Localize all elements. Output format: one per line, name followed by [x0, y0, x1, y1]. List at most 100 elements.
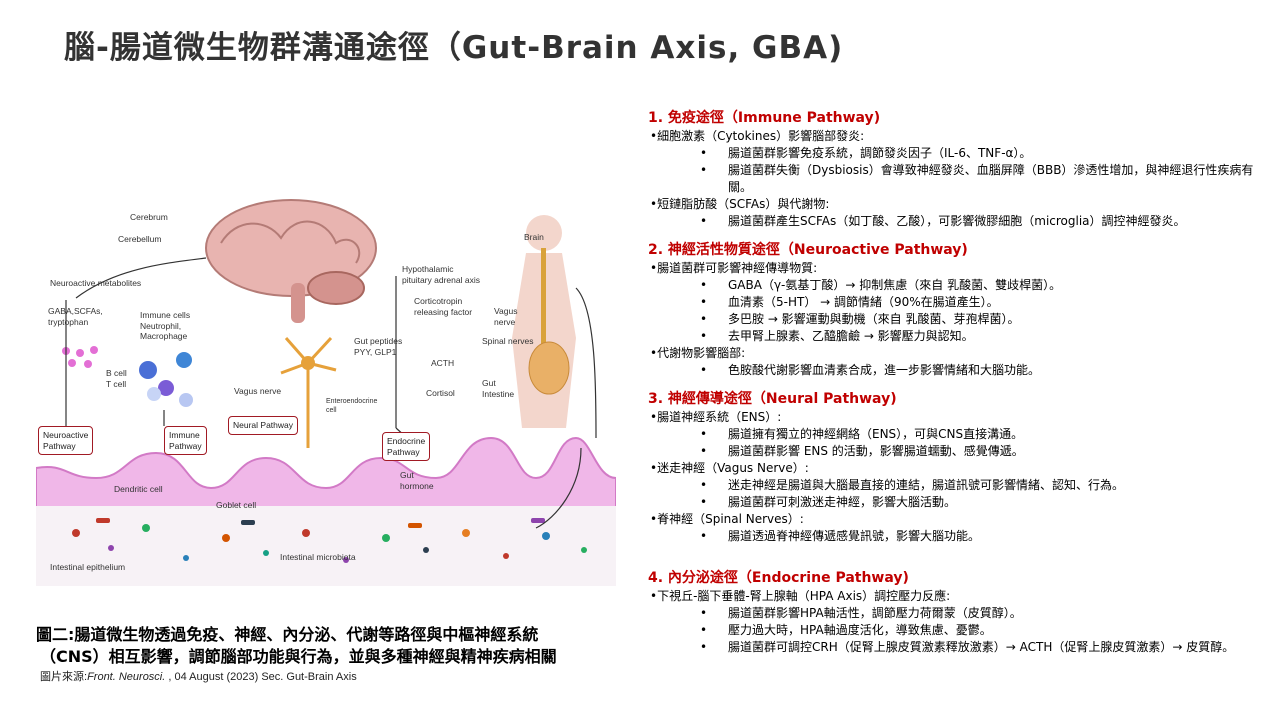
label-acth: ACTH	[431, 358, 455, 368]
bullet-item: • 腸道菌群影響HPA軸活性，調節壓力荷爾蒙（皮質醇）。	[648, 605, 1268, 622]
bullet-glyph: •	[700, 478, 708, 492]
bullet-glyph: •	[700, 427, 708, 441]
bullet-glyph: •	[700, 295, 708, 309]
microbiota-dots	[72, 518, 587, 563]
item-text: •腸道菌群可影響神經傳導物質:	[650, 261, 818, 275]
bullet-item: • 腸道透過脊神經傳遞感覺訊號，影響大腦功能。	[648, 528, 1268, 545]
caption-line-2: （CNS）相互影響，調節腦部功能與行為，並與多種神經與精神疾病相關	[40, 647, 557, 666]
bullet-glyph: •	[700, 640, 708, 654]
label-cortisol: Cortisol	[426, 388, 455, 398]
item-text: •迷走神經（Vagus Nerve）:	[650, 461, 809, 475]
label-gut-peptides: Gut peptides PYY, GLP1	[354, 336, 403, 357]
subheading-item: •腸道菌群可影響神經傳導物質:	[648, 260, 1268, 277]
item-text: 腸道擁有獨立的神經網絡（ENS），可與CNS直接溝通。	[728, 427, 1024, 441]
bullet-item: • 去甲腎上腺素、乙醯膽鹼 → 影響壓力與認知。	[648, 328, 1268, 345]
item-text: •下視丘-腦下垂體-腎上腺軸（HPA Axis）調控壓力反應:	[650, 589, 951, 603]
pathway-section: 4. 內分泌途徑（Endocrine Pathway) •下視丘-腦下垂體-腎上腺…	[648, 568, 1268, 656]
item-text: 去甲腎上腺素、乙醯膽鹼 → 影響壓力與認知。	[728, 329, 974, 343]
source-prefix: 圖片來源:	[40, 671, 88, 683]
pathway-section: 1. 免疫途徑（Immune Pathway)•細胞激素（Cytokines）影…	[648, 108, 1268, 230]
brain-illustration	[205, 199, 377, 323]
bullet-glyph: •	[700, 363, 708, 377]
box-neural-pathway: Neural Pathway	[228, 416, 299, 435]
bullet-glyph: •	[700, 329, 708, 343]
bullet-item: • 迷走神經是腸道與大腦最直接的連結，腸道訊號可影響情緒、認知、行為。	[648, 477, 1268, 494]
label-enteroendocrine: Enteroendocrine cell	[326, 398, 378, 414]
bullet-item: • 血清素（5-HT） → 調節情緒（90%在腸道產生）。	[648, 294, 1268, 311]
metabolite-dots	[62, 346, 98, 368]
bullet-item: • 腸道菌群可調控CRH（促腎上腺皮質激素釋放激素）→ ACTH（促腎上腺皮質激素…	[648, 639, 1268, 656]
label-intestinal-microbiota: Intestinal microbiota	[280, 552, 356, 562]
bullet-item: • 腸道擁有獨立的神經網絡（ENS），可與CNS直接溝通。	[648, 426, 1268, 443]
item-text: •脊神經（Spinal Nerves）:	[650, 512, 804, 526]
label-neuroactive-metabolites: Neuroactive metabolites	[50, 278, 142, 288]
item-text: 腸道菌群影響 ENS 的活動，影響腸道蠕動、感覺傳遞。	[728, 444, 1024, 458]
bullet-glyph: •	[700, 529, 708, 543]
subheading-item: •脊神經（Spinal Nerves）:	[648, 511, 1268, 528]
caption-line-1: 圖二:腸道微生物透過免疫、神經、內分泌、代謝等路徑與中樞神經系統	[36, 625, 539, 644]
box-immune-pathway: Immune Pathway	[164, 426, 207, 456]
label-brain: Brain	[524, 232, 544, 242]
label-crf: Corticotropin releasing factor	[414, 296, 473, 317]
bullet-item: •腸道菌群失衡（Dysbiosis）會導致神經發炎、血腦屏障（BBB）滲透性增加…	[648, 162, 1268, 196]
bullet-glyph: •	[700, 606, 708, 620]
label-intestinal-epithelium: Intestinal epithelium	[50, 562, 126, 572]
label-gut-hormone: Gut hormone	[400, 470, 434, 491]
box-neuroactive-pathway: Neuroactive Pathway	[38, 426, 94, 456]
item-text: GABA（γ-氨基丁酸）→ 抑制焦慮（來自 乳酸菌、雙歧桿菌）。	[728, 278, 1062, 292]
bullet-item: • GABA（γ-氨基丁酸）→ 抑制焦慮（來自 乳酸菌、雙歧桿菌）。	[648, 277, 1268, 294]
label-gut-intestine: Gut Intestine	[482, 378, 515, 399]
pathway-section: 2. 神經活性物質途徑（Neuroactive Pathway) •腸道菌群可影響…	[648, 240, 1268, 379]
section-spacer	[648, 555, 1268, 568]
figure-source: 圖片來源:Front. Neurosci. , 04 August (2023)…	[40, 668, 357, 684]
subheading-item: •下視丘-腦下垂體-腎上腺軸（HPA Axis）調控壓力反應:	[648, 588, 1268, 605]
section-heading: 4. 內分泌途徑（Endocrine Pathway)	[648, 570, 909, 586]
item-text: 腸道透過脊神經傳遞感覺訊號，影響大腦功能。	[728, 529, 981, 543]
bullet-item: •腸道菌群產生SCFAs（如丁酸、乙酸），可影響微膠細胞（microglia）調…	[648, 213, 1268, 230]
label-cerebrum: Cerebrum	[130, 212, 168, 222]
bullet-item: • 腸道菌群影響免疫系統，調節發炎因子（IL-6、TNF-α）。	[648, 145, 1268, 162]
item-text: 腸道菌群可調控CRH（促腎上腺皮質激素釋放激素）→ ACTH（促腎上腺皮質激素）…	[728, 640, 1235, 654]
gut-brain-axis-figure: Cerebrum Cerebellum Brain Neuroactive me…	[36, 188, 616, 586]
box-endocrine-pathway: Endocrine Pathway	[382, 432, 431, 462]
pathway-section: 3. 神經傳導途徑（Neural Pathway) •腸道神經系統（ENS）: • 腸…	[648, 389, 1268, 545]
bullet-glyph: •	[700, 146, 708, 160]
pathway-text-column: 1. 免疫途徑（Immune Pathway)•細胞激素（Cytokines）影…	[648, 108, 1268, 666]
slide-title: 腦-腸道微生物群溝通途徑（Gut-Brain Axis, GBA)	[64, 30, 844, 66]
label-vagus-nerve: Vagus nerve	[234, 386, 282, 396]
body-illustration	[512, 215, 576, 428]
item-text: 血清素（5-HT） → 調節情緒（90%在腸道產生）。	[728, 295, 999, 309]
label-gaba-scfas: GABA,SCFAs, tryptophan	[48, 306, 103, 327]
bullet-glyph: •	[700, 278, 708, 292]
section-heading: 2. 神經活性物質途徑（Neuroactive Pathway)	[648, 242, 968, 258]
item-text: 腸道菌群影響免疫系統，調節發炎因子（IL-6、TNF-α）。	[728, 146, 1032, 160]
bullet-glyph: •	[700, 623, 708, 637]
item-text: •細胞激素（Cytokines）影響腦部發炎:	[650, 129, 865, 143]
item-text: •腸道神經系統（ENS）:	[650, 410, 782, 424]
item-text: 腸道菌群影響HPA軸活性，調節壓力荷爾蒙（皮質醇）。	[728, 606, 1022, 620]
section-heading: 3. 神經傳導途徑（Neural Pathway)	[648, 391, 897, 407]
item-text: 迷走神經是腸道與大腦最直接的連結，腸道訊號可影響情緒、認知、行為。	[728, 478, 1125, 492]
subheading-item: •代謝物影響腦部:	[648, 345, 1268, 362]
label-immune-cells: Immune cells Neutrophil, Macrophage	[140, 310, 191, 342]
subheading-item: •腸道神經系統（ENS）:	[648, 409, 1268, 426]
source-rest: , 04 August (2023) Sec. Gut-Brain Axis	[165, 671, 357, 683]
label-b-t-cell: B cell T cell	[106, 368, 127, 389]
figure-caption: 圖二:腸道微生物透過免疫、神經、內分泌、代謝等路徑與中樞神經系統 （CNS）相互…	[36, 624, 636, 668]
label-spinal-nerves: Spinal nerves	[482, 336, 534, 346]
subheading-item: •短鏈脂肪酸（SCFAs）與代謝物:	[648, 196, 1268, 213]
bullet-glyph: •	[700, 444, 708, 458]
subheading-item: •迷走神經（Vagus Nerve）:	[648, 460, 1268, 477]
bullet-glyph: •	[700, 214, 708, 228]
bullet-item: •壓力過大時，HPA軸過度活化，導致焦慮、憂鬱。	[648, 622, 1268, 639]
immune-cells	[139, 352, 193, 407]
item-text: 腸道菌群可刺激迷走神經，影響大腦活動。	[728, 495, 957, 509]
item-text: 多巴胺 → 影響運動與動機（來自 乳酸菌、芽孢桿菌）。	[728, 312, 1020, 326]
bullet-item: • 色胺酸代謝影響血清素合成，進一步影響情緒和大腦功能。	[648, 362, 1268, 379]
figure-illustration	[36, 199, 616, 586]
item-text: 色胺酸代謝影響血清素合成，進一步影響情緒和大腦功能。	[728, 363, 1041, 377]
label-cerebellum: Cerebellum	[118, 234, 162, 244]
source-journal: Front. Neurosci.	[87, 671, 166, 683]
item-text: •短鏈脂肪酸（SCFAs）與代謝物:	[650, 197, 830, 211]
label-goblet-cell: Goblet cell	[216, 500, 257, 510]
